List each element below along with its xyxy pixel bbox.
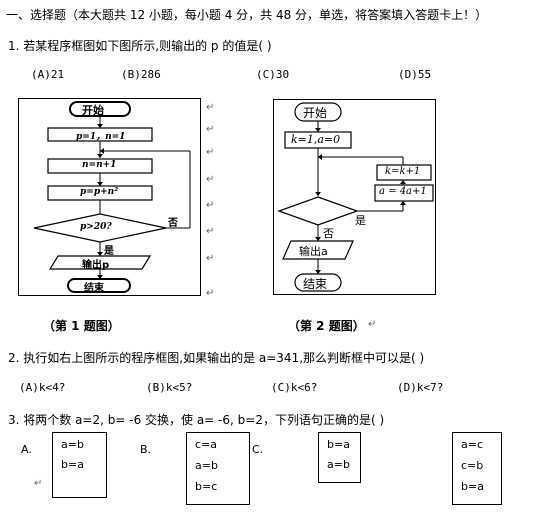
question-3-stem: 3. 将两个数 a=2, b= -6 交换，使 a= -6, b=2，下列语句正…	[8, 413, 385, 427]
q3-b-line-2: a=b	[195, 459, 218, 472]
q3-label-b: B.	[140, 443, 152, 456]
fig2-end-shape	[294, 273, 342, 292]
q3-b-line-1: c=a	[195, 438, 218, 451]
fig1-output-label: 输出p	[82, 260, 110, 271]
q2-option-c: (C)k<6?	[271, 381, 318, 394]
fig2-stepk-shape	[376, 164, 432, 181]
fig2-output-label: 输出a	[299, 245, 328, 258]
fig2-stepa-label: a = 4a+1	[379, 186, 427, 197]
fig1-condition-label: p>20?	[80, 222, 112, 232]
q3-label-a: A.	[21, 443, 32, 456]
q3-code-box-a: a=b b=a	[52, 432, 107, 498]
fig2-init-label: k=1,a=0	[291, 133, 341, 146]
section-header: 一、选择题（本大题共 12 小题，每小题 4 分，共 48 分，单选，将答案填入…	[6, 8, 488, 22]
q3-c-line-1: b=a	[327, 438, 350, 451]
q2-option-a: (A)k<4?	[19, 381, 66, 394]
fig1-start-label: 开始	[82, 104, 104, 117]
fig1-end-shape	[67, 278, 131, 293]
paragraph-mark: ↵	[206, 288, 215, 299]
paragraph-mark: ↵	[206, 124, 215, 135]
fig2-yes-label: 是	[355, 214, 366, 227]
fig1-init-label: p=1，n=1	[76, 132, 126, 142]
fig1-no-label: 否	[168, 218, 178, 229]
q2-option-d: (D)k<7?	[397, 381, 444, 394]
paragraph-mark: ↵	[206, 147, 215, 158]
q3-c-line-2: a=b	[327, 458, 350, 471]
paragraph-mark: ↵	[206, 253, 215, 264]
paragraph-mark: ↵	[206, 102, 215, 113]
paragraph-mark: ↵	[206, 174, 215, 185]
fig1-end-label: 结束	[84, 283, 104, 294]
flowchart-1-svg	[18, 98, 201, 296]
fig1-step1-label: n=n+1	[82, 160, 117, 170]
fig2-start-label: 开始	[303, 106, 328, 120]
q3-a-line-2: b=a	[61, 458, 84, 471]
fig1-output-shape	[48, 255, 152, 270]
flowchart-2-svg	[273, 99, 436, 295]
paragraph-mark: ↵	[206, 226, 215, 237]
fig2-output-shape	[282, 240, 354, 260]
fig2-no-label: 否	[323, 227, 334, 240]
q1-option-c: (C)30	[256, 68, 290, 81]
q3-label-c: C.	[252, 443, 264, 456]
q3-d-line-1: a=c	[461, 438, 484, 451]
fig2-stepa-shape	[374, 184, 434, 202]
fig1-caption: （第 1 题图）	[43, 319, 120, 333]
fig1-step2-label: p=p+n²	[80, 187, 119, 197]
question-1-stem: 1. 若某程序框图如下图所示,则输出的 p 的值是( )	[8, 39, 272, 53]
fig2-stepk-label: k=k+1	[385, 166, 421, 177]
q3-d-line-2: c=b	[461, 459, 484, 472]
question-2-stem: 2. 执行如右上图所示的程序框图,如果输出的是 a=341,那么判断框中可以是(…	[8, 351, 425, 365]
fig2-caption: （第 2 题图）	[288, 319, 365, 333]
paragraph-mark: ↵	[34, 478, 43, 489]
q1-option-b: (B)286	[121, 68, 161, 81]
q2-option-b: (B)k<5?	[146, 381, 193, 394]
flowchart-2: 开始 k=1,a=0 k=k+1 a = 4a+1 是 否 输出a 结束	[273, 99, 436, 295]
q3-a-line-1: a=b	[61, 438, 84, 451]
q3-code-box-c: b=a a=b	[318, 432, 361, 483]
paragraph-mark: ↵	[206, 200, 215, 211]
paragraph-mark: ↵	[368, 319, 377, 330]
q3-code-box-d: a=c c=b b=a	[452, 432, 502, 505]
q1-option-a: (A)21	[31, 68, 65, 81]
flowchart-1: 开始 p=1，n=1 n=n+1 p=p+n² p>20? 否 是 输出p 结束	[18, 98, 201, 296]
q1-option-d: (D)55	[398, 68, 432, 81]
q3-b-line-3: b=c	[195, 480, 218, 493]
fig1-yes-label: 是	[104, 246, 114, 257]
q3-d-line-3: b=a	[461, 480, 484, 493]
fig2-end-label: 结束	[303, 277, 328, 291]
q3-code-box-b: c=a a=b b=c	[186, 432, 250, 505]
